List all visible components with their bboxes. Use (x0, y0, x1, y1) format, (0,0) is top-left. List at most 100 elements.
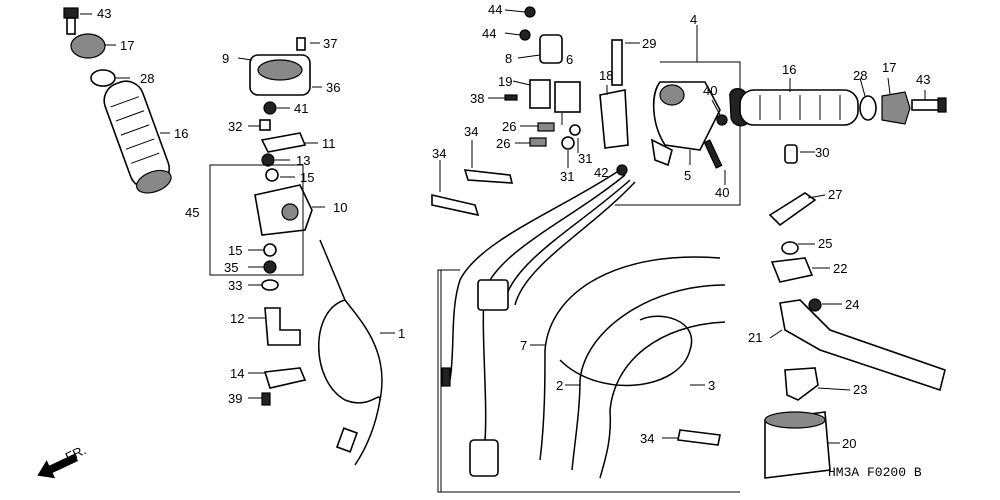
callout-14: 14 (230, 366, 244, 381)
washer-31-left (561, 136, 575, 150)
screw-38 (504, 94, 518, 101)
callout-37: 37 (323, 36, 337, 51)
callout-26-upper: 26 (502, 119, 516, 134)
callout-23: 23 (853, 382, 867, 397)
callout-33: 33 (228, 278, 242, 293)
washer-15-upper (265, 168, 279, 182)
bracket-8 (539, 34, 563, 64)
right-grip-16 (739, 89, 859, 126)
connector (477, 279, 509, 311)
throttle-cable-1 (318, 239, 395, 466)
callout-16-right: 16 (782, 62, 796, 77)
nut-35 (263, 260, 277, 274)
screw-44-mid (519, 29, 531, 41)
callout-31-right: 31 (578, 151, 592, 166)
plate-11 (260, 132, 307, 153)
callout-44-mid: 44 (482, 26, 496, 41)
left-grip-16 (103, 80, 172, 194)
callout-44-top: 44 (488, 2, 502, 17)
callout-20: 20 (842, 436, 856, 451)
front-marker-label: FR. (63, 442, 88, 464)
clamp-34-left (431, 193, 480, 217)
washer-31-right (569, 124, 581, 136)
callout-10: 10 (333, 200, 347, 215)
callout-34-left: 34 (432, 146, 446, 161)
callout-40-lower: 40 (715, 185, 729, 200)
grip-end-weight-17 (70, 33, 106, 59)
callout-30: 30 (815, 145, 829, 160)
callout-31-left: 31 (560, 169, 574, 184)
figure-code: HM3A F0200 B (828, 465, 922, 480)
callout-11: 11 (322, 136, 336, 151)
callout-15-upper: 15 (300, 170, 314, 185)
screw-37 (296, 37, 306, 51)
brake-lever-assembly (764, 192, 946, 479)
group-box-45 (209, 164, 304, 276)
callout-19: 19 (498, 74, 512, 89)
guard-23 (784, 367, 819, 401)
switch-19 (529, 79, 551, 109)
washer-32 (259, 119, 271, 131)
callout-40-upper: 40 (703, 83, 717, 98)
callout-2: 2 (556, 378, 563, 393)
right-grip-assembly (729, 77, 947, 164)
collar-28 (90, 69, 116, 87)
bracket-18 (599, 89, 629, 149)
callout-17-right: 17 (882, 60, 896, 75)
throttle-housing-assembly (209, 37, 325, 406)
bolt-43 (63, 7, 79, 19)
callout-4: 4 (690, 12, 697, 27)
nut-42 (616, 164, 628, 176)
bracket-27 (768, 192, 817, 227)
callout-29: 29 (642, 36, 656, 51)
callout-32: 32 (228, 119, 242, 134)
washer-15-lower (263, 243, 277, 257)
throttle-lever-12 (264, 307, 301, 346)
callout-34-bottom: 34 (640, 431, 654, 446)
callout-6: 6 (566, 52, 573, 67)
bolt-30 (784, 144, 798, 164)
front-arrow-icon (37, 453, 79, 479)
callout-15-lower: 15 (228, 243, 242, 258)
collar-28-right (859, 95, 877, 121)
clamp-34-bottom (677, 429, 721, 446)
callout-26-lower: 26 (496, 136, 510, 151)
screw-40-upper (716, 114, 728, 126)
part-callouts: 43 17 28 16 9 37 36 41 32 11 13 15 45 10… (63, 2, 931, 480)
callout-18: 18 (599, 68, 613, 83)
coupler (469, 439, 499, 477)
callout-34-mid: 34 (464, 124, 478, 139)
callout-41: 41 (294, 101, 308, 116)
left-grip-assembly (63, 7, 172, 194)
callout-22: 22 (833, 261, 847, 276)
callout-1: 1 (398, 326, 405, 341)
callout-43-left: 43 (97, 6, 111, 21)
callout-5: 5 (684, 168, 691, 183)
callout-45: 45 (185, 205, 199, 220)
callout-35: 35 (224, 260, 238, 275)
nut-41 (263, 101, 277, 115)
clamp-14 (263, 367, 307, 389)
callout-12: 12 (230, 311, 244, 326)
switch-assembly (488, 6, 640, 176)
callout-16-left: 16 (174, 126, 188, 141)
spring-25 (781, 241, 799, 255)
control-cables (530, 256, 726, 479)
callout-43-right: 43 (916, 72, 930, 87)
screw-40-lower (703, 139, 723, 169)
cable-7 (544, 256, 721, 351)
switch-6 (554, 81, 581, 113)
nut-24 (808, 298, 822, 312)
callout-28-right: 28 (853, 68, 867, 83)
cable-2 (579, 284, 726, 381)
screw-44-top (524, 6, 536, 18)
callout-7: 7 (520, 338, 527, 353)
spring-13 (261, 153, 275, 167)
callout-8: 8 (505, 51, 512, 66)
callout-17-left: 17 (120, 38, 134, 53)
callout-42: 42 (594, 165, 608, 180)
right-switch-housing (615, 25, 741, 206)
clamps-34 (431, 140, 721, 446)
callout-39: 39 (228, 391, 242, 406)
